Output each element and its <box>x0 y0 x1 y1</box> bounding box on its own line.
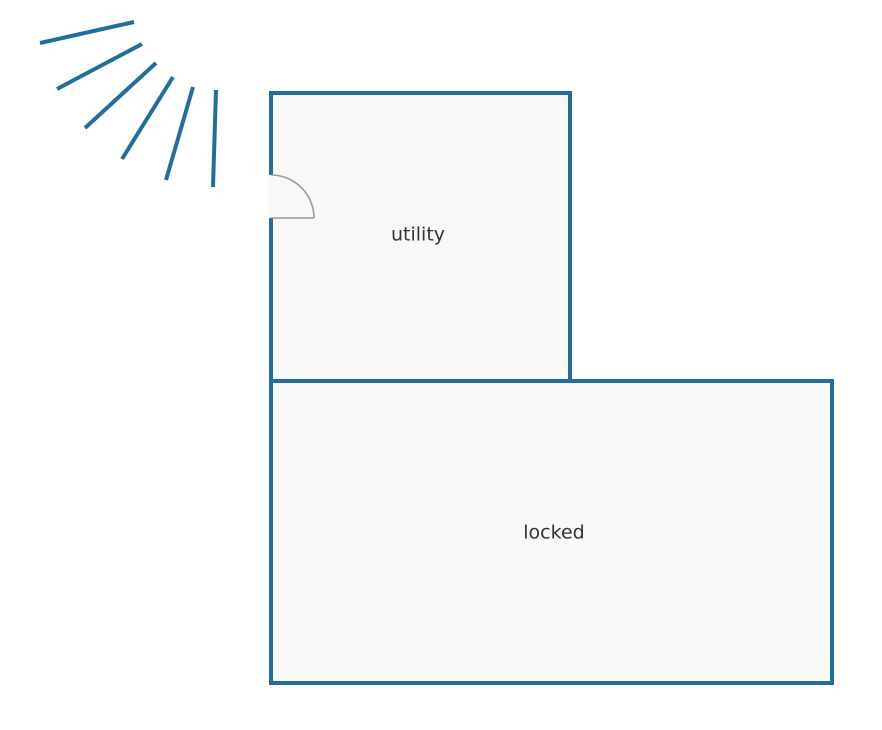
light-ray <box>211 89 218 188</box>
room-label-locked: locked <box>523 522 584 544</box>
room-label-utility: utility <box>391 224 445 246</box>
door <box>268 174 315 219</box>
door-swing-arc <box>270 174 315 219</box>
light-ray <box>164 86 195 181</box>
room-utility <box>269 91 572 383</box>
light-rays <box>39 20 218 188</box>
light-ray <box>39 20 135 45</box>
light-ray <box>83 61 158 130</box>
light-ray <box>120 75 175 161</box>
room-locked <box>269 379 834 685</box>
light-ray <box>56 42 143 91</box>
